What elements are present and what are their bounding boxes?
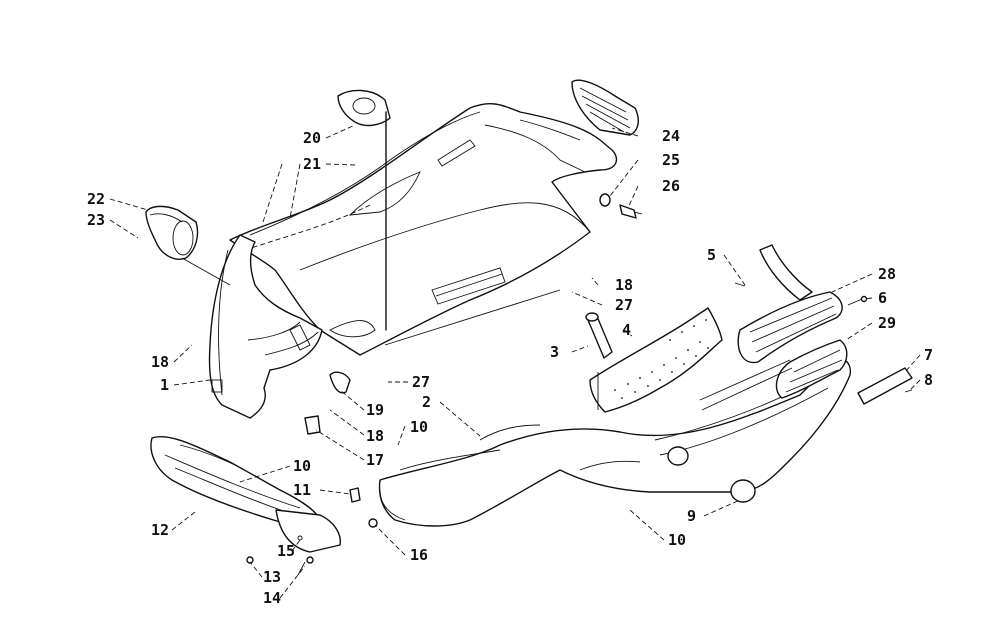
callout-27: 27 (412, 373, 430, 391)
callout-10: 10 (293, 457, 311, 475)
callout-28: 28 (878, 265, 896, 283)
callout-9: 9 (687, 507, 696, 525)
hardware-part-11 (349, 487, 361, 503)
clip-part-17 (304, 415, 321, 435)
callout-10: 10 (668, 531, 686, 549)
callout-18: 18 (151, 353, 169, 371)
grille-part-24 (484, 79, 639, 173)
side-panel-part-1 (208, 234, 323, 419)
callout-29: 29 (878, 314, 896, 332)
callout-1: 1 (160, 376, 169, 394)
callout-8: 8 (924, 371, 933, 389)
reflector-part-9 (730, 479, 756, 503)
floorboard-dots (614, 319, 709, 399)
floorboard-part-4 (589, 307, 723, 413)
callout-10: 10 (410, 418, 428, 436)
leader-lines (109, 124, 921, 599)
callout-21: 21 (303, 155, 321, 173)
callout-labels: 20 21 22 23 18 1 24 25 26 5 28 6 29 18 2… (87, 127, 933, 607)
callout-25: 25 (662, 151, 680, 169)
rear-bracket-part-5 (734, 244, 813, 301)
callout-15: 15 (277, 542, 295, 560)
screw-part-6 (847, 295, 868, 306)
callout-6: 6 (878, 289, 887, 307)
rear-bumper-part-28-29 (699, 291, 848, 411)
headlight-part-22 (145, 205, 231, 286)
callout-14: 14 (263, 589, 281, 607)
callout-17: 17 (366, 451, 384, 469)
callout-19: 19 (366, 401, 384, 419)
callout-11: 11 (293, 481, 311, 499)
bolt-part-3 (585, 312, 613, 359)
callout-20: 20 (303, 129, 321, 147)
callout-4: 4 (622, 321, 631, 339)
callout-13: 13 (263, 568, 281, 586)
callout-23: 23 (87, 211, 105, 229)
callout-12: 12 (151, 521, 169, 539)
clip-part-19 (329, 371, 351, 394)
callout-22: 22 (87, 190, 105, 208)
callout-7: 7 (924, 346, 933, 364)
plate-part-7 (857, 367, 913, 405)
callout-24: 24 (662, 127, 680, 145)
screws-part-13-14 (246, 556, 314, 576)
callout-27: 27 (615, 296, 633, 314)
bracket-part-20 (337, 89, 391, 331)
callout-18: 18 (615, 276, 633, 294)
callout-5: 5 (707, 246, 716, 264)
callout-18: 18 (366, 427, 384, 445)
fastener-part-25-26 (599, 193, 643, 219)
callout-2: 2 (422, 393, 431, 411)
bracket-part-15 (275, 509, 342, 553)
callout-3: 3 (550, 343, 559, 361)
callout-26: 26 (662, 177, 680, 195)
callout-16: 16 (410, 546, 428, 564)
